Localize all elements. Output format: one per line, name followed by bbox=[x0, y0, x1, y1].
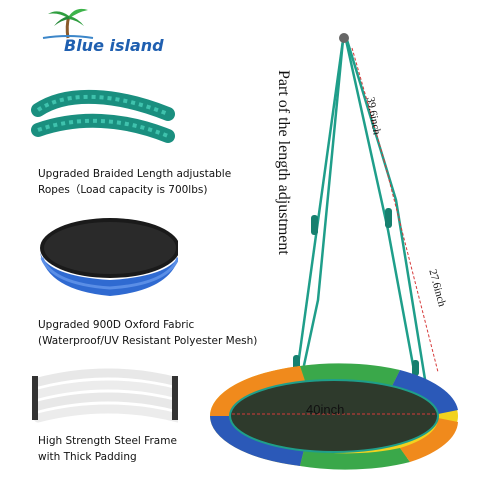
feature-caption-fabric: Upgraded 900D Oxford Fabric (Waterproof/… bbox=[38, 319, 258, 347]
oxford-fabric-image bbox=[40, 218, 178, 296]
length-adjustment-label: Part of the length adjustment bbox=[275, 70, 292, 255]
swing-seat bbox=[210, 363, 458, 470]
palm-tree-icon bbox=[42, 8, 94, 39]
swing-ropes bbox=[294, 39, 430, 399]
brand-logo: Blue island bbox=[36, 4, 164, 55]
feature-caption-ropes: Upgraded Braided Length adjustable Ropes… bbox=[38, 168, 232, 196]
brand-name: Blue island bbox=[64, 36, 164, 55]
hook-ring bbox=[339, 33, 349, 43]
diameter-label: 40inch bbox=[306, 402, 345, 417]
padded-frame-image bbox=[32, 368, 178, 423]
dimension-arrows bbox=[232, 47, 439, 415]
feature-caption-frame: High Strength Steel Frame with Thick Pad… bbox=[38, 435, 177, 463]
braided-rope-image bbox=[31, 89, 175, 143]
